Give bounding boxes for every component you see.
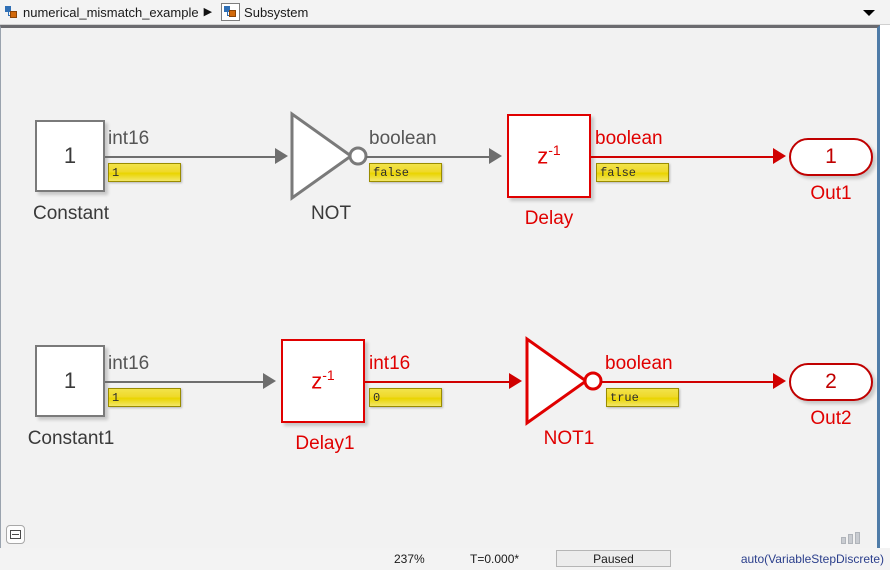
block-delay[interactable]: z-1 bbox=[507, 114, 591, 198]
block-not[interactable] bbox=[289, 110, 369, 202]
simulink-model-icon bbox=[4, 5, 19, 20]
port-value-badge-row2-3: true bbox=[606, 388, 679, 407]
wire-arrow-constant-to-not bbox=[275, 148, 288, 164]
block-delay-value: z-1 bbox=[537, 142, 561, 169]
block-not1[interactable] bbox=[524, 335, 604, 427]
block-outport-1-number: 1 bbox=[825, 145, 837, 168]
breadcrumb-item-subsystem[interactable]: Subsystem bbox=[217, 0, 310, 24]
block-not1-label: NOT1 bbox=[543, 428, 595, 449]
block-delay1-value: z-1 bbox=[311, 367, 335, 394]
breadcrumb: numerical_mismatch_example ▶ Subsystem bbox=[0, 0, 890, 25]
wire-not-to-delay bbox=[366, 156, 491, 158]
block-not-label: NOT bbox=[310, 203, 352, 224]
breadcrumb-item-model-label: numerical_mismatch_example bbox=[23, 4, 199, 20]
model-canvas-area: 1 Constant int16 1 NOT boolean bbox=[0, 25, 890, 548]
block-constant1[interactable]: 1 bbox=[35, 345, 105, 417]
wire-constant-to-not bbox=[105, 156, 277, 158]
port-value-text: false bbox=[373, 165, 410, 180]
wire-delay-to-out1 bbox=[591, 156, 777, 158]
block-delay1[interactable]: z-1 bbox=[281, 339, 365, 423]
port-value-text: false bbox=[600, 165, 637, 180]
wire-arrow-delay1-to-not1 bbox=[509, 373, 522, 389]
collapse-panel-button[interactable] bbox=[6, 525, 25, 544]
block-outport-2-number: 2 bbox=[825, 370, 837, 393]
wire-arrow-not1-to-out2 bbox=[773, 373, 786, 389]
port-value-badge-row2-1: 1 bbox=[108, 388, 181, 407]
wire-constant1-to-delay1 bbox=[105, 381, 265, 383]
signal-label-int16-row2: int16 bbox=[108, 353, 150, 374]
status-bar: 237% T=0.000* Paused auto(VariableStepDi… bbox=[0, 548, 890, 570]
simulink-subsystem-icon bbox=[221, 3, 241, 21]
wire-arrow-not-to-delay bbox=[489, 148, 502, 164]
block-constant-value: 1 bbox=[63, 143, 77, 168]
wire-not1-to-out2 bbox=[601, 381, 777, 383]
port-value-text: 1 bbox=[112, 165, 120, 180]
block-outport-2[interactable]: 2 bbox=[789, 363, 873, 401]
port-value-text: 1 bbox=[112, 390, 120, 405]
port-value-badge-row1-2: false bbox=[369, 163, 442, 182]
wire-delay1-to-not1 bbox=[365, 381, 511, 383]
port-value-text: true bbox=[610, 390, 639, 405]
breadcrumb-separator-icon: ▶ bbox=[203, 5, 213, 18]
canvas-right-margin bbox=[880, 25, 890, 548]
block-outport-2-label: Out2 bbox=[810, 408, 852, 429]
resize-grip-icon[interactable] bbox=[841, 532, 863, 544]
block-delay-label: Delay bbox=[524, 208, 574, 229]
signal-label-int16-row1: int16 bbox=[108, 128, 150, 149]
block-delay1-label: Delay1 bbox=[295, 433, 355, 454]
wire-arrow-delay-to-out1 bbox=[773, 148, 786, 164]
port-value-badge-row1-1: 1 bbox=[108, 163, 181, 182]
model-canvas[interactable]: 1 Constant int16 1 NOT boolean bbox=[0, 25, 880, 548]
wire-arrow-constant1-to-delay1 bbox=[263, 373, 276, 389]
block-constant1-label: Constant1 bbox=[27, 428, 115, 449]
signal-label-int16-row2-mid: int16 bbox=[369, 353, 411, 374]
status-simulation-time: T=0.000* bbox=[470, 552, 520, 566]
status-zoom-level[interactable]: 237% bbox=[394, 552, 425, 566]
breadcrumb-dropdown-button[interactable] bbox=[858, 0, 880, 25]
port-value-badge-row1-3: false bbox=[596, 163, 669, 182]
breadcrumb-item-subsystem-label: Subsystem bbox=[244, 4, 309, 20]
status-solver[interactable]: auto(VariableStepDiscrete) bbox=[740, 552, 884, 566]
port-value-text: 0 bbox=[373, 390, 381, 405]
block-constant-label: Constant bbox=[32, 203, 110, 224]
signal-label-boolean-row1: boolean bbox=[369, 128, 437, 149]
port-value-badge-row2-2: 0 bbox=[369, 388, 442, 407]
block-outport-1[interactable]: 1 bbox=[789, 138, 873, 176]
breadcrumb-item-model[interactable]: numerical_mismatch_example bbox=[0, 0, 201, 24]
signal-label-boolean-row2-out: boolean bbox=[605, 353, 673, 374]
block-constant[interactable]: 1 bbox=[35, 120, 105, 192]
chevron-down-icon bbox=[863, 9, 875, 16]
signal-label-boolean-row1-out: boolean bbox=[595, 128, 663, 149]
block-outport-1-label: Out1 bbox=[810, 183, 852, 204]
collapse-panel-icon bbox=[10, 530, 21, 539]
block-constant1-value: 1 bbox=[63, 368, 77, 393]
status-simulation-state[interactable]: Paused bbox=[556, 550, 671, 567]
